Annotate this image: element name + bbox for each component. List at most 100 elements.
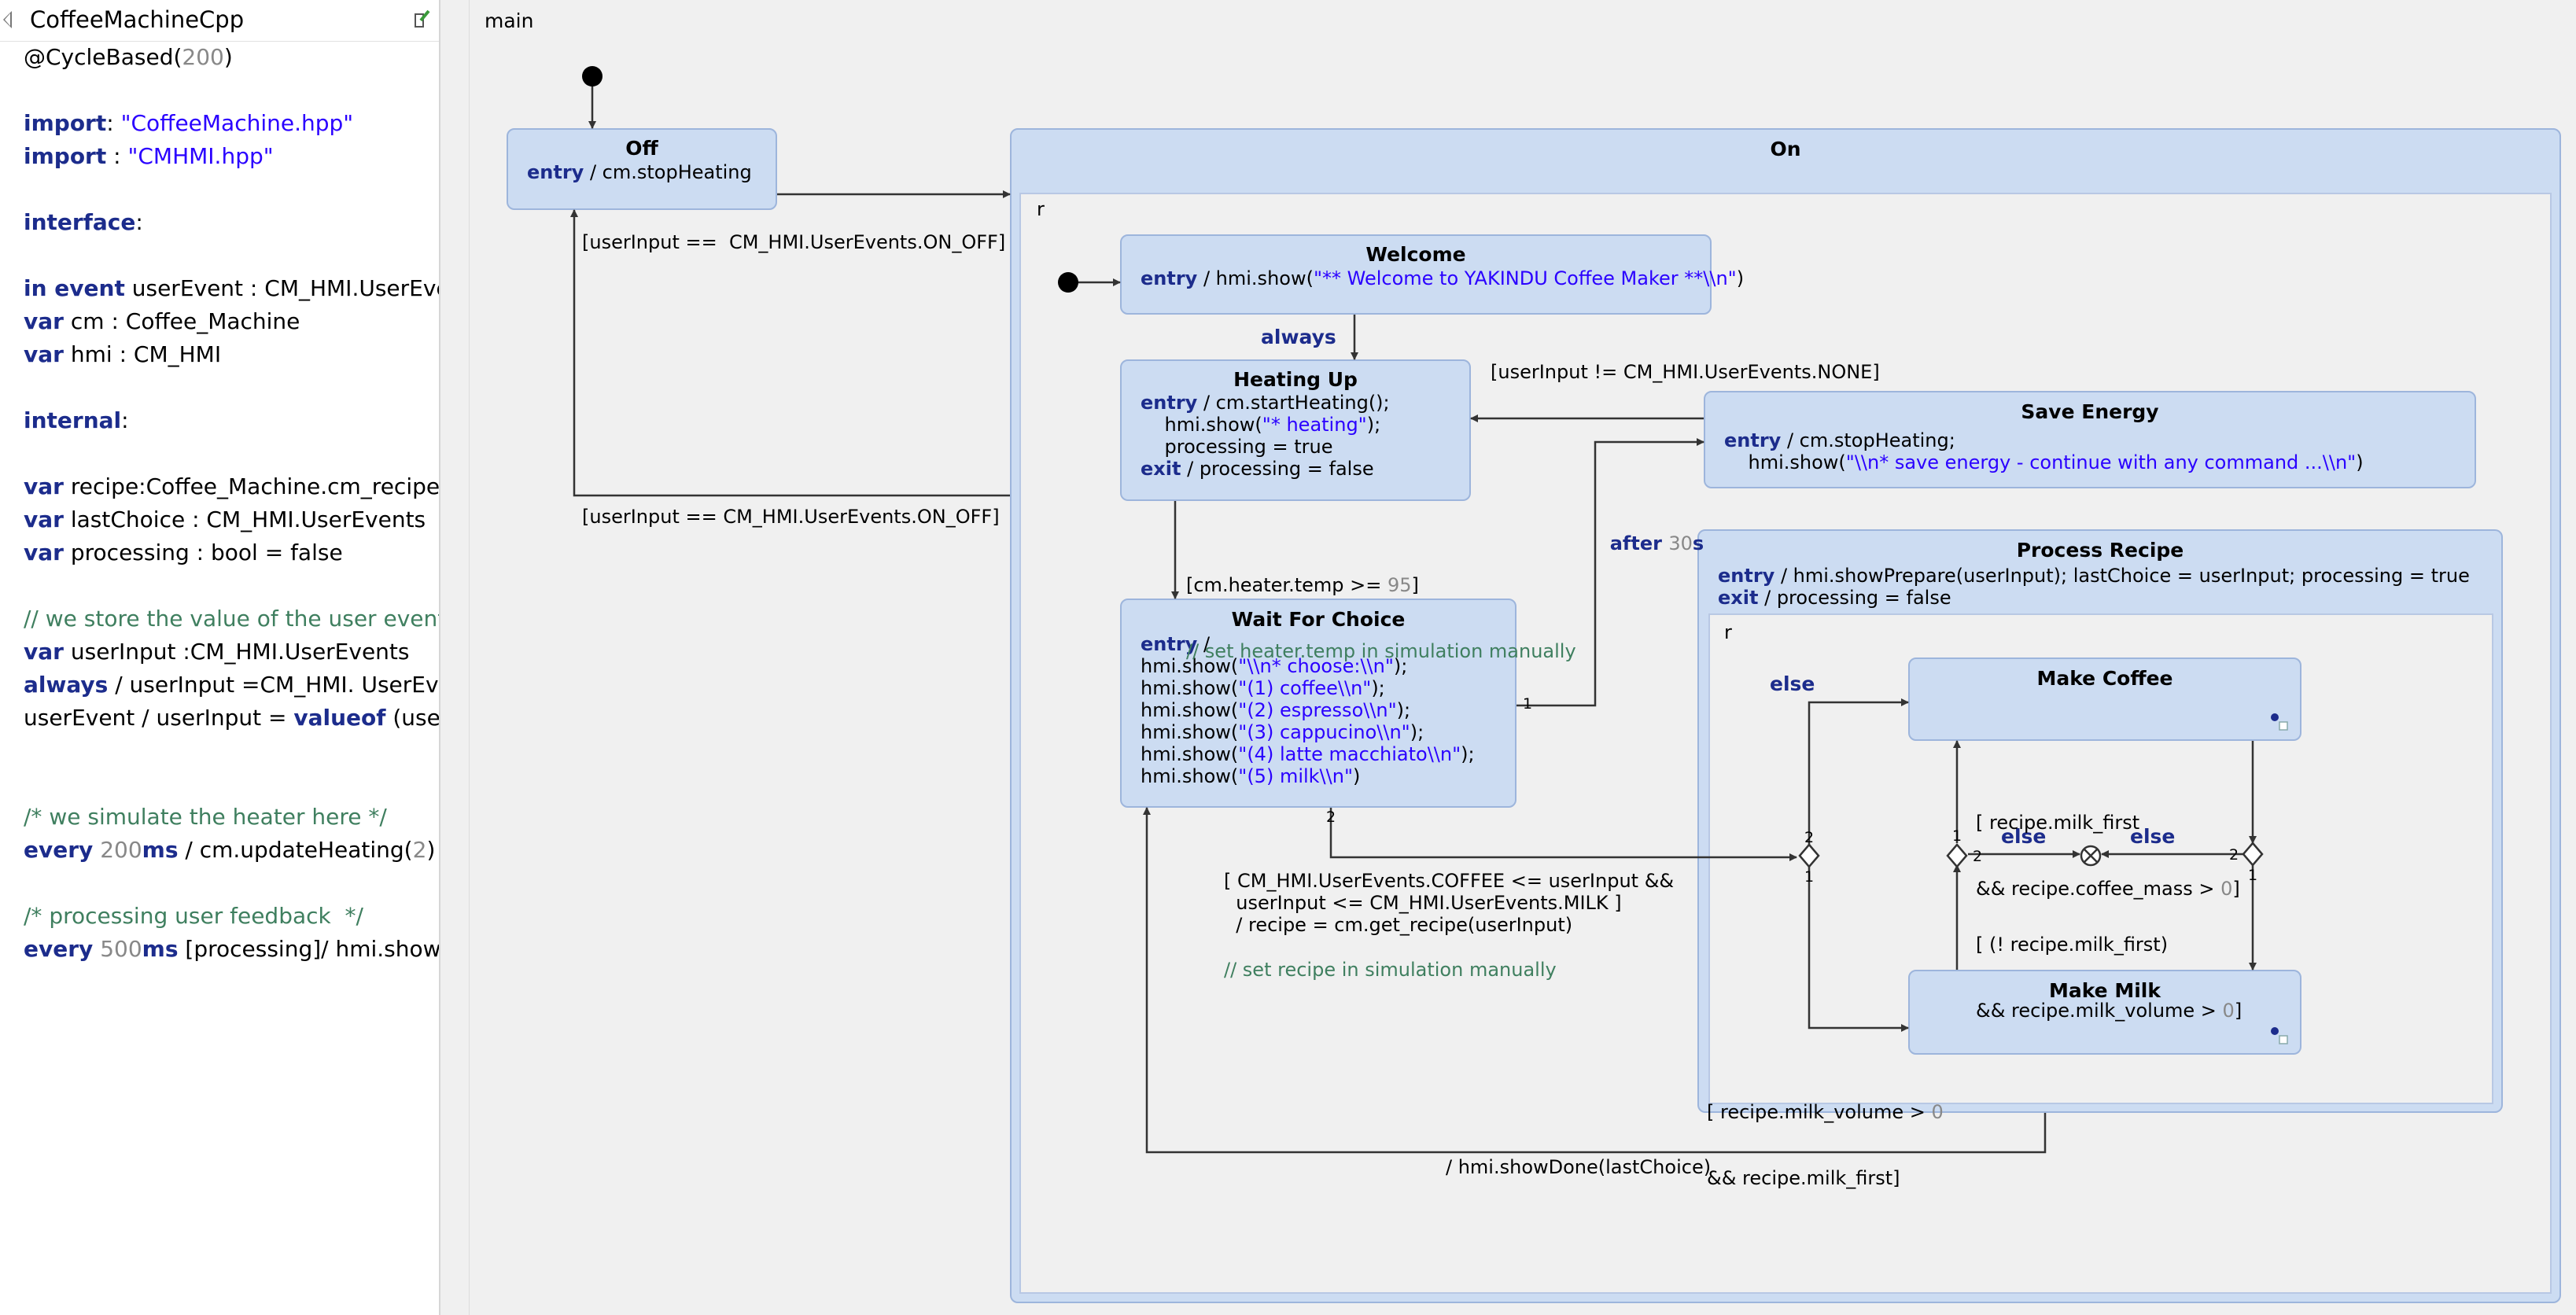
code-line: @CycleBased(200) — [24, 41, 439, 74]
initial-state-on — [1058, 272, 1078, 293]
code-token: "(1) coffee\\n" — [1238, 677, 1372, 699]
code-token: var — [24, 341, 64, 367]
code-token: ); — [1366, 414, 1381, 436]
state-name: Off — [625, 137, 658, 160]
milk-volume-line-1: [ recipe.milk_volume > — [1707, 1101, 1932, 1123]
guard-not-milk-first: [ (! recipe.milk_first) && recipe.milk_v… — [1976, 890, 2242, 1044]
state-actions: entry / cm.stopHeating; hmi.show("\\n* s… — [1724, 429, 2475, 473]
state-name: Make Coffee — [2036, 667, 2173, 690]
code-line: internal: — [24, 404, 439, 437]
code-token: entry — [1141, 267, 1198, 289]
code-line: every 200ms / cm.updateHeating(2) — [24, 834, 439, 867]
code-token: / processing = false — [1181, 458, 1374, 480]
guard-else-1: else — [1770, 672, 1815, 695]
subdiagram-icon — [2271, 713, 2288, 731]
priority-label: 1 — [1952, 827, 1962, 845]
statechart-definition-code[interactable]: @CycleBased(200) import: "CoffeeMachine.… — [24, 41, 439, 966]
code-token: entry — [527, 161, 584, 183]
milk-first-line-2: && recipe.coffee_mass > — [1976, 878, 2221, 900]
guard-on-off-1: [userInput == CM_HMI.UserEvents.ON_OFF] — [582, 231, 1006, 253]
code-line: processing = true — [1141, 436, 1469, 458]
code-token: "\\n* choose:\\n" — [1238, 655, 1394, 677]
state-heating-up[interactable]: Heating Up entry / cm.startHeating(); hm… — [1120, 359, 1471, 501]
code-line: userEvent / userInput = valueof (userEve… — [24, 702, 439, 735]
code-token: import — [24, 110, 107, 136]
heater-guard-value: 95 — [1387, 574, 1412, 596]
code-line: entry / hmi.showPrepare(userInput); last… — [1718, 565, 2501, 587]
state-make-coffee[interactable]: Make Coffee — [1908, 658, 2301, 741]
priority-label: 1 — [2248, 867, 2258, 884]
code-token: ) — [426, 837, 436, 863]
code-line: hmi.show("(5) milk\\n") — [1141, 765, 1515, 787]
guard-on-off-2: [userInput == CM_HMI.UserEvents.ON_OFF] — [582, 506, 1000, 528]
action-show-done: / hmi.showDone(lastChoice) — [1446, 1156, 1712, 1178]
milk-first-close: ] — [2232, 878, 2240, 900]
choice-node-2 — [1946, 843, 1968, 868]
code-line: hmi.show("\\n* choose:\\n"); — [1141, 655, 1515, 677]
guard-not-none: [userInput != CM_HMI.UserEvents.NONE] — [1491, 361, 1880, 383]
transition-wait-choice — [1329, 808, 1797, 861]
code-line: exit / processing = false — [1718, 587, 2501, 609]
code-token: / cm.updateHeating( — [178, 837, 413, 863]
state-off[interactable]: Off entry / cm.stopHeating — [507, 128, 777, 210]
code-token: 500 — [100, 936, 142, 962]
code-token: /* processing user feedback */ — [24, 903, 363, 929]
code-token: hmi.show( — [1141, 765, 1239, 787]
state-name: Process Recipe — [2016, 539, 2184, 562]
code-token: entry — [1141, 633, 1198, 655]
not-milk-value: 0 — [2222, 1000, 2235, 1022]
code-line: entry / cm.startHeating(); — [1141, 392, 1469, 414]
state-name: Heating Up — [1233, 368, 1358, 391]
trigger-after: after 30s — [1597, 510, 1704, 554]
not-milk-line-1: [ (! recipe.milk_first) — [1976, 934, 2169, 956]
not-milk-line-2: && recipe.milk_volume > — [1976, 1000, 2223, 1022]
code-line: hmi.show("(1) coffee\\n"); — [1141, 677, 1515, 699]
code-token: hmi.show( — [1141, 655, 1239, 677]
code-token: 200 — [182, 44, 224, 70]
statechart-title: CoffeeMachineCpp — [30, 6, 245, 33]
code-line: var hmi : CM_HMI — [24, 338, 439, 371]
code-token: var — [24, 639, 64, 665]
code-line: entry / cm.stopHeating; — [1724, 429, 2475, 451]
code-token: hmi : CM_HMI — [63, 341, 222, 367]
region-label: r — [1037, 198, 1045, 220]
state-actions: entry /hmi.show("\\n* choose:\\n");hmi.s… — [1141, 633, 1515, 787]
edit-definition-icon[interactable] — [414, 8, 431, 30]
code-line: entry / — [1141, 633, 1515, 655]
priority-label: 2 — [2229, 846, 2239, 864]
state-name: Save Energy — [2021, 400, 2159, 423]
code-token: var — [24, 506, 64, 532]
trigger-always: always — [1261, 326, 1336, 348]
guard-milk-volume: [ recipe.milk_volume > 0 && recipe.milk_… — [1707, 1057, 1944, 1211]
code-token: userInput :CM_HMI.UserEvents — [63, 639, 410, 665]
code-line: var userInput :CM_HMI.UserEvents — [24, 635, 439, 669]
code-token: hmi.show( — [1724, 451, 1846, 473]
state-actions: entry / cm.startHeating(); hmi.show("* h… — [1141, 392, 1469, 480]
code-line: /* we simulate the heater here */ — [24, 801, 439, 834]
code-line: entry / hmi.show("** Welcome to YAKINDU … — [1141, 267, 1744, 289]
code-token: valueof — [293, 705, 386, 731]
transition-on-off — [570, 209, 1010, 497]
code-token: ) — [1736, 267, 1745, 289]
choice-node-3 — [2242, 842, 2264, 867]
code-token: var — [24, 540, 64, 565]
not-milk-close: ] — [2234, 1000, 2242, 1022]
code-token: var — [24, 473, 64, 499]
code-token: lastChoice : CM_HMI.UserEvents — [63, 506, 426, 532]
state-save-energy[interactable]: Save Energy entry / cm.stopHeating; hmi.… — [1704, 391, 2476, 488]
state-wait-for-choice[interactable]: Wait For Choice entry /hmi.show("\\n* ch… — [1120, 599, 1516, 808]
collapse-panel-icon[interactable] — [3, 11, 12, 28]
code-token: "\\n* save energy - continue with any co… — [1845, 451, 2357, 473]
state-make-milk[interactable]: Make Milk — [1908, 970, 2301, 1055]
definition-panel-header: CoffeeMachineCpp — [0, 0, 439, 42]
exit-node — [2080, 845, 2102, 867]
subdiagram-icon — [2271, 1027, 2288, 1044]
guard-else-3: else — [2130, 825, 2176, 848]
code-line: every 500ms [processing]/ hmi.show(".") — [24, 933, 439, 966]
code-token: var — [24, 308, 64, 334]
state-welcome[interactable]: Welcome entry / hmi.show("** Welcome to … — [1120, 234, 1744, 315]
priority-label: 1 — [1804, 868, 1815, 886]
code-token: always — [24, 672, 109, 698]
milk-volume-value: 0 — [1931, 1101, 1944, 1123]
code-line: import : "CMHMI.hpp" — [24, 140, 439, 173]
